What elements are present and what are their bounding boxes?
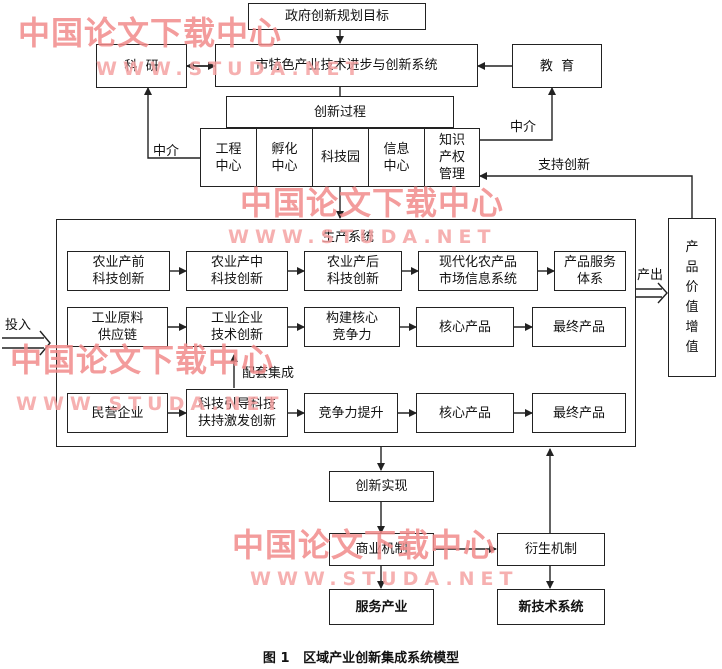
row2-enterprise-innovation: 工业企业 技术创新 <box>186 307 288 347</box>
commercial-box: 商业机制 <box>329 533 434 566</box>
row3-final-product: 最终产品 <box>532 393 626 433</box>
watermark-brand-1: 中国论文下载中心 <box>18 14 283 52</box>
row2-final-product: 最终产品 <box>532 307 626 347</box>
row1-mid-production: 农业产中 科技创新 <box>186 251 288 291</box>
realization-box: 创新实现 <box>329 471 434 502</box>
process-item-ip-management: 知识 产权 管理 <box>424 128 480 187</box>
output-label: 产出 <box>637 268 664 283</box>
figure-caption: 图 1 区域产业创新集成系统模型 <box>262 651 460 666</box>
row3-tech-guidance: 科技引导科技 扶持激发创新 <box>186 389 288 437</box>
row3-private-enterprise: 民营企业 <box>67 393 168 433</box>
watermark-url-2: WWW.STUDA.NET <box>228 226 497 248</box>
row2-supply-chain: 工业原料 供应链 <box>67 307 168 347</box>
row3-competitiveness: 竞争力提升 <box>304 393 398 433</box>
innovation-process-title-box: 创新过程 <box>226 96 454 128</box>
watermark-brand-2: 中国论文下载中心 <box>240 184 505 222</box>
matching-integration-label: 配套集成 <box>242 366 295 381</box>
city-system-label: 市特色产业技术进步与创新系统 <box>255 58 438 73</box>
intermediary-left-label: 中介 <box>153 144 180 159</box>
government-goal-label: 政府创新规划目标 <box>284 9 389 24</box>
education-box: 教 育 <box>512 44 602 88</box>
education-label: 教 育 <box>539 58 575 74</box>
row1-service-system: 产品服务 体系 <box>554 251 626 291</box>
watermark-url-3: WWW.STUDA.NET <box>16 393 285 415</box>
watermark-url-1: WWW.STUDA.NET <box>96 58 365 80</box>
input-label: 投入 <box>5 318 32 333</box>
row1-post-production: 农业产后 科技创新 <box>304 251 402 291</box>
innovation-process-title: 创新过程 <box>313 104 366 120</box>
row3-core-product: 核心产品 <box>416 393 514 433</box>
row2-core-product: 核心产品 <box>416 307 514 347</box>
row2-core-competence: 构建核心 竞争力 <box>304 307 400 347</box>
new-tech-box: 新技术系统 <box>497 589 605 625</box>
city-system-box: 市特色产业技术进步与创新系统 <box>215 44 478 87</box>
watermark-brand-3: 中国论文下载中心 <box>10 341 275 379</box>
derivative-box: 衍生机制 <box>497 533 605 566</box>
support-innovation-label: 支持创新 <box>538 158 591 173</box>
research-box: 科 研 <box>96 44 187 88</box>
service-industry-box: 服务产业 <box>329 589 434 625</box>
row1-pre-production: 农业产前 科技创新 <box>67 251 170 291</box>
production-system-frame <box>56 219 636 447</box>
process-item-info-center: 信息 中心 <box>368 128 425 187</box>
row1-market-info: 现代化农产品 市场信息系统 <box>418 251 538 291</box>
research-label: 科 研 <box>124 58 159 74</box>
process-item-engineering-center: 工程 中心 <box>200 128 257 187</box>
watermark-url-4: WWW.STUDA.NET <box>250 568 519 590</box>
watermark-brand-4: 中国论文下载中心 <box>232 526 497 564</box>
value-added-box: 产 品 价 值 增 值 <box>668 218 716 377</box>
intermediary-right-label: 中介 <box>510 120 537 135</box>
production-system-title: 生产系统 <box>322 230 375 245</box>
government-goal-box: 政府创新规划目标 <box>248 3 426 30</box>
